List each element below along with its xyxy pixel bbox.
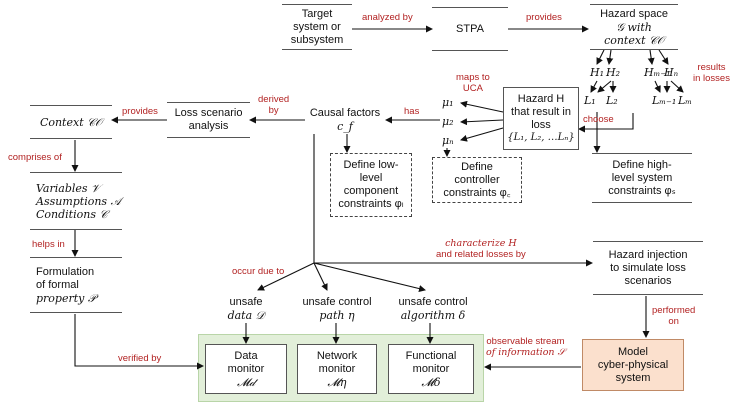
node-high-level-constraints: Define high- level system constraints φₛ <box>592 153 692 203</box>
label-lm1: Lₘ₋₁ <box>652 94 677 107</box>
label-mun: μₙ <box>442 134 454 147</box>
edge-hz-mun <box>460 127 504 142</box>
label-l2: L₂ <box>606 94 618 107</box>
label-lm: Lₘ <box>678 94 693 107</box>
label-l1: L₁ <box>584 94 596 107</box>
node-context: Context 𝒞𝒪 <box>30 105 112 139</box>
node-variables: Variables 𝒱 Assumptions 𝒜 Conditions 𝒞 <box>30 172 122 230</box>
edge-hz-mu2 <box>460 118 504 126</box>
label-provides-top: provides <box>526 12 562 23</box>
label-h1: H₁ <box>590 66 605 79</box>
node-formulation: Formulation of formal property 𝒫 <box>30 257 122 313</box>
label-h2: H₂ <box>606 66 621 79</box>
label-maps-to-uca: maps to UCA <box>456 72 490 94</box>
edge-hs-h2 <box>606 49 614 65</box>
node-unsafe-path: unsafe control path η <box>302 296 372 322</box>
label-hn: Hₙ <box>664 66 679 79</box>
node-causal-factors: Causal factors c_f <box>309 107 381 133</box>
edge-occur-algo <box>313 262 426 292</box>
label-verified-by: verified by <box>118 353 162 364</box>
edge-occur-data <box>257 262 315 291</box>
node-functional-monitor: Functional monitor 𝓜δ <box>388 344 474 394</box>
node-loss-scenario: Loss scenario analysis <box>167 102 250 138</box>
label-mu1: μ₁ <box>442 96 454 109</box>
edge-hs-h1 <box>596 49 605 65</box>
edge-hn-lm <box>670 80 684 93</box>
label-provides-left: provides <box>122 106 158 117</box>
label-choose: choose <box>583 114 614 125</box>
label-hm1: Hₘ₋₁ <box>644 66 671 79</box>
label-characterize: characterize H and related losses by <box>436 238 526 260</box>
label-occur-due-to: occur due to <box>232 266 285 277</box>
label-derived-by: derived by <box>258 94 290 116</box>
edge-hz-mu1 <box>460 100 504 113</box>
node-low-level-constraints: Define low- level component constraints … <box>330 153 412 217</box>
edge-verified <box>74 314 204 370</box>
edge-occur-path <box>313 262 328 291</box>
node-controller-constraints: Define controller constraints φ꜀ <box>432 157 522 203</box>
node-model-cps: Model cyber-physical system <box>582 339 684 391</box>
label-helps-in: helps in <box>32 239 65 250</box>
node-unsafe-data: unsafe data 𝒟 <box>227 296 265 322</box>
node-hazard-hi: Hazard H that result in loss {L₁, L₂, …L… <box>503 87 579 150</box>
node-unsafe-algorithm: unsafe control algorithm δ <box>398 296 468 322</box>
node-hazard-injection: Hazard injection to simulate loss scenar… <box>593 241 703 295</box>
edge-hm1-lm1 <box>654 80 661 93</box>
label-has: has <box>404 106 420 117</box>
edge-hs-hm1 <box>647 49 655 65</box>
edge-h2-l1 <box>597 80 612 93</box>
label-performed-on: performed on <box>652 305 696 327</box>
edge-h1-l1 <box>590 80 598 93</box>
node-stpa: STPA <box>432 7 508 51</box>
node-hazard-space: Hazard space 𝒢 with context 𝒞𝒪 <box>590 4 678 50</box>
label-observable-stream: observable stream of information 𝒮 <box>486 336 565 358</box>
node-target: Target system or subsystem <box>282 4 352 50</box>
node-data-monitor: Data monitor 𝓜𝒹 <box>205 344 287 394</box>
node-network-monitor: Network monitor 𝓜η <box>297 344 377 394</box>
label-results-in-losses: results in losses <box>693 62 730 84</box>
label-mu2: μ₂ <box>442 115 454 128</box>
label-comprises-of: comprises of <box>8 152 62 163</box>
label-analyzed-by: analyzed by <box>362 12 413 23</box>
edge-hs-hn <box>658 49 669 65</box>
